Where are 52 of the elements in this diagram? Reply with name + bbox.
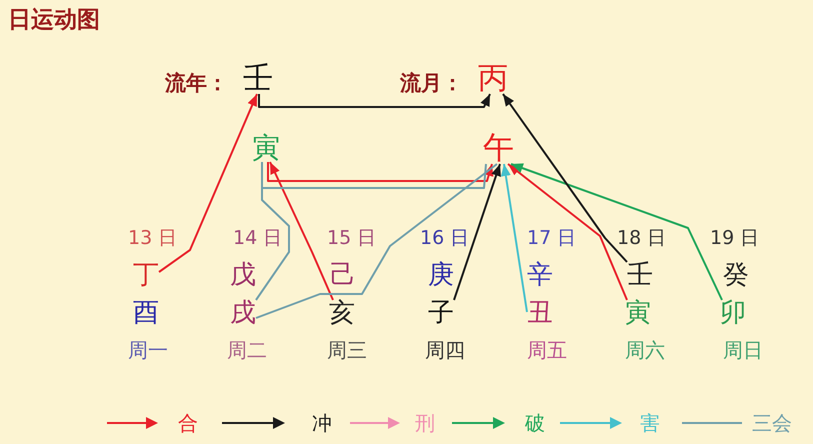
- weekday-label: 周四: [425, 340, 465, 360]
- day-stem-character: 癸: [723, 262, 749, 288]
- relation-line: [256, 163, 498, 319]
- month-branch-character: 午: [483, 133, 514, 164]
- year-branch-character: 寅: [252, 134, 280, 162]
- day-branch-character: 酉: [133, 300, 159, 326]
- weekday-label: 周五: [527, 340, 567, 360]
- day-branch-character: 子: [428, 300, 454, 326]
- day-stem-character: 庚: [428, 262, 454, 288]
- day-number-label: 14 日: [233, 229, 282, 248]
- legend-label: 冲: [312, 413, 332, 433]
- day-number-label: 19 日: [710, 229, 760, 248]
- relation-arrow: [500, 164, 528, 312]
- relation-arrow: [267, 162, 494, 182]
- legend-label: 合: [178, 413, 198, 433]
- day-number-label: 17 日: [527, 229, 576, 248]
- legend-label: 刑: [415, 413, 435, 433]
- relation-arrow: [258, 94, 491, 108]
- day-number-label: 18 日: [617, 229, 666, 248]
- legend-label: 害: [640, 413, 660, 433]
- relation-arrow: [453, 164, 501, 300]
- relation-line: [261, 162, 487, 189]
- day-stem-character: 壬: [627, 262, 653, 288]
- legend-label: 破: [525, 413, 545, 433]
- diagram-title: 日运动图: [8, 9, 100, 32]
- relation-arrow: [502, 93, 628, 263]
- day-stem-character: 戊: [230, 262, 256, 288]
- day-number-label: 16 日: [420, 229, 470, 248]
- weekday-label: 周日: [723, 340, 763, 360]
- relation-arrow: [510, 163, 723, 300]
- weekday-label: 周三: [327, 340, 367, 360]
- weekday-label: 周六: [625, 340, 665, 360]
- pillar-label: 流年：: [165, 73, 228, 94]
- day-branch-character: 丑: [527, 300, 553, 326]
- weekday-label: 周二: [227, 340, 267, 360]
- day-stem-character: 丁: [133, 262, 159, 288]
- day-branch-character: 寅: [625, 300, 651, 326]
- day-branch-character: 亥: [329, 300, 355, 326]
- relation-arrow: [507, 163, 628, 300]
- relation-arrow: [158, 94, 258, 273]
- day-stem-character: 辛: [527, 262, 553, 288]
- day-number-label: 13 日: [128, 229, 178, 248]
- month-stem-character: 丙: [478, 64, 508, 94]
- year-stem-character: 壬: [243, 64, 273, 94]
- day-number-label: 15 日: [327, 229, 376, 248]
- relation-arrow: [269, 162, 334, 300]
- legend-label: 三会: [752, 413, 792, 433]
- pillar-label: 流月：: [400, 73, 463, 94]
- day-stem-character: 己: [330, 262, 356, 288]
- day-branch-character: 卯: [720, 300, 746, 326]
- day-branch-character: 戌: [230, 300, 256, 326]
- weekday-label: 周一: [128, 340, 168, 360]
